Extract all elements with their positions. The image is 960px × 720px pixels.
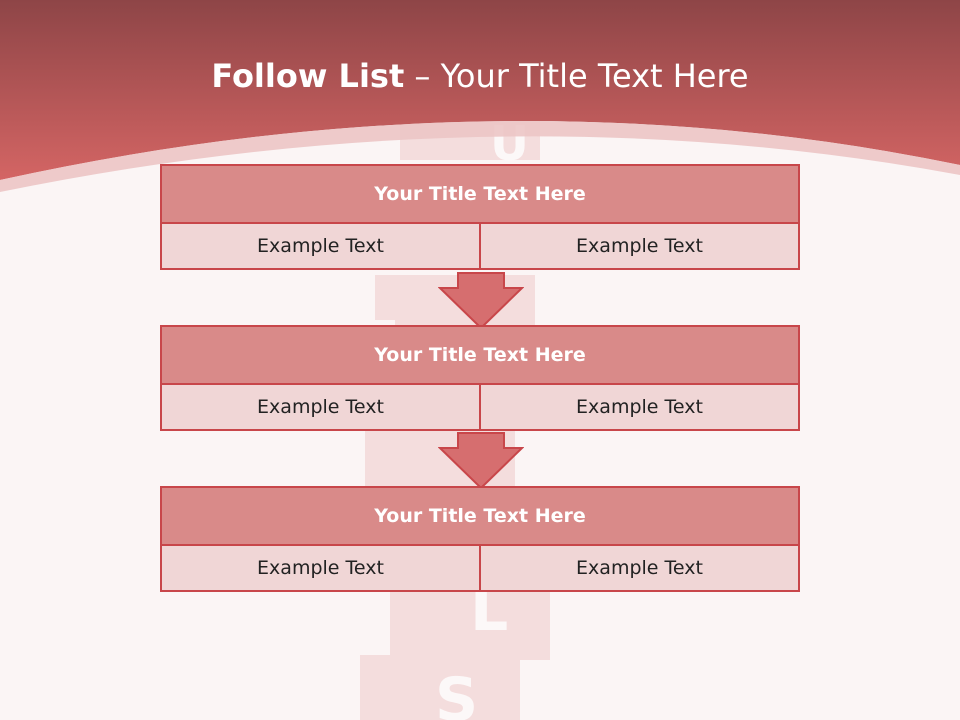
block-cell-right: Example Text: [481, 385, 798, 429]
block-cell-left: Example Text: [162, 224, 479, 268]
block-cell-right: Example Text: [481, 546, 798, 590]
list-block-1: Your Title Text Here Example Text Exampl…: [160, 164, 800, 270]
block-cell-right: Example Text: [481, 224, 798, 268]
slide-title: Follow List – Your Title Text Here: [0, 56, 960, 96]
slide-title-bold: Follow List: [211, 57, 405, 95]
block-title: Your Title Text Here: [162, 166, 798, 222]
block-title: Your Title Text Here: [162, 488, 798, 544]
list-block-2: Your Title Text Here Example Text Exampl…: [160, 325, 800, 431]
down-arrow-icon: [438, 432, 524, 490]
watermark-letter-s: S: [435, 665, 478, 720]
block-cell-left: Example Text: [162, 546, 479, 590]
down-arrow-icon: [438, 272, 524, 330]
block-title: Your Title Text Here: [162, 327, 798, 383]
list-block-3: Your Title Text Here Example Text Exampl…: [160, 486, 800, 592]
block-cell-left: Example Text: [162, 385, 479, 429]
slide-title-rest: – Your Title Text Here: [414, 57, 749, 95]
